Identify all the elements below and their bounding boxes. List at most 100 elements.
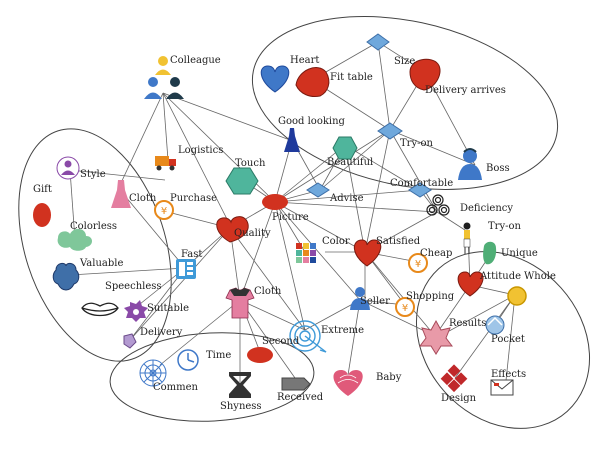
label-heart: Heart bbox=[290, 55, 320, 66]
label-fit-table: Fit table bbox=[330, 72, 373, 83]
gift-ellipse-icon bbox=[33, 203, 51, 227]
label-effects: Effects bbox=[491, 369, 527, 380]
label-second: Second bbox=[262, 336, 300, 347]
unique-blob-icon bbox=[483, 241, 497, 265]
label-seller: Seller bbox=[360, 296, 390, 307]
label-quality: Quality bbox=[234, 228, 271, 239]
label-delivery: Delivery bbox=[140, 327, 183, 338]
target-icon bbox=[289, 320, 327, 353]
svg-text:¥: ¥ bbox=[402, 303, 408, 314]
label-advise: Advise bbox=[330, 193, 364, 204]
seller-person-icon bbox=[350, 287, 370, 310]
label-try-on-top: Try-on bbox=[400, 138, 433, 149]
label-unique: Unique bbox=[501, 248, 538, 259]
purchase-coin-icon: ¥ bbox=[154, 200, 174, 220]
label-deficiency: Deficiency bbox=[460, 203, 514, 214]
label-cloth-left: Cloth bbox=[129, 193, 157, 204]
picture-ellipse-icon bbox=[262, 194, 288, 210]
label-comfortable: Comfortable bbox=[390, 178, 454, 189]
fit-table-shape-icon bbox=[295, 67, 330, 97]
colorless-cloud-icon bbox=[57, 228, 92, 251]
delivery-shape-icon bbox=[123, 333, 137, 349]
pocket-icon bbox=[485, 315, 505, 335]
try-on-diamond-icon bbox=[377, 122, 403, 140]
clock-icon bbox=[177, 349, 199, 371]
design-squares-icon bbox=[440, 364, 468, 393]
label-style: Style bbox=[80, 169, 106, 180]
label-delivery-arrives: Delivery arrives bbox=[425, 85, 506, 96]
label-attitude: Attitude bbox=[480, 271, 522, 282]
attitude-heart-icon bbox=[457, 271, 484, 297]
received-shape-icon bbox=[281, 377, 311, 391]
hourglass-icon bbox=[229, 372, 251, 398]
try-on-person-icon bbox=[463, 222, 471, 254]
label-touch: Touch bbox=[235, 158, 266, 169]
cluster-ellipse-bottom bbox=[109, 332, 315, 422]
size-diamond-icon bbox=[366, 33, 390, 51]
delivery-arrives-shape-icon bbox=[409, 58, 441, 91]
label-satisfied: Satisfied bbox=[376, 236, 421, 247]
lips-icon bbox=[81, 302, 119, 317]
label-cloth-center: Cloth bbox=[254, 286, 282, 297]
label-fast: Fast bbox=[181, 249, 203, 260]
beautiful-hexagon-icon bbox=[332, 136, 358, 160]
boss-person-icon bbox=[458, 148, 482, 180]
cheap-coin-icon: ¥ bbox=[408, 253, 428, 273]
second-ellipse-icon bbox=[247, 347, 273, 363]
cluster-ellipse-top bbox=[251, 16, 559, 190]
whole-circle-icon bbox=[507, 286, 527, 306]
heart-icon bbox=[260, 65, 290, 93]
label-beautiful: Beautiful bbox=[327, 157, 374, 168]
label-time: Time bbox=[206, 350, 232, 361]
label-gift: Gift bbox=[33, 184, 52, 195]
flower-icon bbox=[419, 319, 453, 355]
style-person-icon bbox=[56, 156, 80, 180]
label-received: Received bbox=[277, 392, 324, 403]
calculator-icon bbox=[176, 259, 196, 279]
dress-icon bbox=[284, 128, 300, 152]
label-colorless: Colorless bbox=[70, 221, 118, 232]
label-good-looking: Good looking bbox=[278, 116, 345, 127]
label-try-on-right: Try-on bbox=[488, 221, 521, 232]
advise-diamond-icon bbox=[306, 182, 330, 198]
label-size: Size bbox=[394, 56, 416, 67]
label-logistics: Logistics bbox=[178, 145, 224, 156]
label-suitable: Suitable bbox=[147, 303, 189, 314]
cluster-ellipse-right bbox=[415, 251, 591, 429]
edges bbox=[69, 41, 516, 391]
mail-icon bbox=[490, 379, 514, 396]
comfortable-diamond-icon bbox=[408, 182, 432, 198]
label-pocket: Pocket bbox=[491, 334, 525, 345]
touch-hexagon-icon bbox=[225, 167, 259, 195]
truck-icon bbox=[155, 156, 176, 171]
label-whole: Whole bbox=[524, 271, 556, 282]
label-purchase: Purchase bbox=[170, 193, 218, 204]
label-valuable: Valuable bbox=[80, 258, 124, 269]
label-shyness: Shyness bbox=[220, 401, 262, 412]
label-design: Design bbox=[441, 393, 477, 404]
label-extreme: Extreme bbox=[321, 325, 365, 336]
shirt-icon bbox=[225, 287, 255, 319]
label-colleague: Colleague bbox=[170, 55, 221, 66]
cluster-ellipse-left bbox=[18, 128, 172, 362]
svg-text:¥: ¥ bbox=[415, 259, 421, 270]
people-icon bbox=[144, 56, 184, 99]
spiral-icon bbox=[426, 194, 450, 216]
color-squares-icon bbox=[296, 243, 316, 263]
label-cheap: Cheap bbox=[420, 248, 453, 259]
label-commen: Commen bbox=[153, 382, 198, 393]
suitable-gear-icon bbox=[124, 300, 148, 322]
web-icon bbox=[139, 359, 167, 387]
satisfied-heart-icon bbox=[353, 239, 382, 267]
svg-text:¥: ¥ bbox=[161, 206, 167, 217]
label-boss: Boss bbox=[486, 163, 510, 174]
cloth-dress-icon bbox=[111, 180, 131, 208]
shopping-coin-icon: ¥ bbox=[395, 297, 415, 317]
label-results: Results bbox=[449, 318, 487, 329]
label-speechless: Speechless bbox=[105, 281, 162, 292]
label-shopping: Shopping bbox=[406, 291, 455, 302]
label-picture: Picture bbox=[272, 212, 309, 223]
quality-heart-icon bbox=[216, 216, 249, 243]
label-baby: Baby bbox=[376, 372, 402, 383]
